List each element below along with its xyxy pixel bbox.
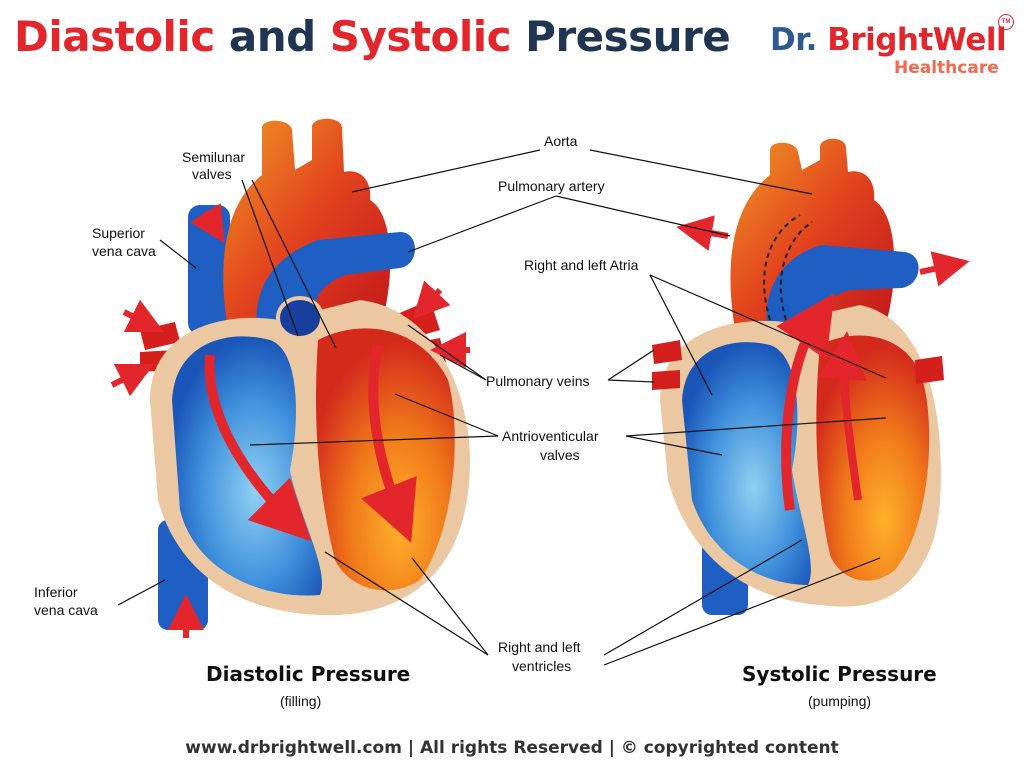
inflow-arrow-left-2: [110, 363, 155, 397]
systolic-right-veins: [915, 356, 944, 384]
lead-pa-left: [407, 195, 557, 253]
caption-diastolic: Diastolic Pressure: [206, 662, 410, 686]
systolic-flow-left: [819, 331, 867, 501]
diastolic-flow-left: [361, 343, 417, 543]
page-title: Diastolic and Systolic Pressure: [14, 12, 731, 61]
lead-aorta-left: [351, 149, 541, 193]
lead-av-4: [625, 417, 887, 437]
lead-vent-4: [603, 557, 881, 666]
lead-pv-4: [607, 379, 655, 383]
label-av-2: valves: [540, 447, 580, 463]
title-pressure: Pressure: [525, 12, 731, 61]
outflow-arrow-right: [919, 251, 970, 287]
inflow-arrow-top: [190, 203, 225, 244]
lead-vent-3: [603, 539, 803, 656]
aorta: [223, 118, 391, 330]
label-svc-2: vena cava: [92, 243, 156, 259]
lead-ivc: [117, 579, 166, 606]
label-pulmonary-artery: Pulmonary artery: [498, 178, 605, 194]
lead-aorta-right: [589, 149, 813, 195]
title-systolic: Systolic: [329, 12, 512, 61]
title-and: and: [228, 12, 316, 61]
logo-name: Dr. BrightWell: [770, 22, 1007, 58]
logo-brightwell: BrightWell: [827, 22, 1007, 58]
systolic-right-chambers: [682, 342, 811, 585]
label-svc-1: Superior: [92, 225, 145, 241]
lead-av-2: [394, 393, 499, 437]
lead-atria-right: [649, 274, 887, 379]
diastolic-flow-right: [204, 354, 312, 542]
label-ivc-2: vena cava: [34, 602, 98, 618]
caption-systolic-sub: (pumping): [808, 693, 871, 709]
lead-pa-right: [555, 195, 731, 237]
lead-vent-2: [411, 557, 489, 656]
systolic-flow-right: [776, 293, 835, 511]
label-semilunar-2: valves: [192, 166, 232, 182]
title-diastolic: Diastolic: [14, 12, 215, 61]
label-ventricles-1: Right and left: [498, 639, 581, 655]
lead-svc: [159, 239, 197, 269]
caption-diastolic-sub: (filling): [280, 693, 321, 709]
logo-dr: Dr.: [770, 22, 817, 58]
trademark-badge: TM: [998, 14, 1014, 30]
label-semilunar-1: Semilunar: [182, 149, 245, 165]
label-ventricles-2: ventricles: [512, 658, 571, 674]
footer-copyright: www.drbrightwell.com | All rights Reserv…: [185, 738, 839, 758]
systolic-heart: [652, 138, 970, 615]
logo-healthcare: Healthcare: [894, 58, 999, 78]
label-aorta: Aorta: [544, 133, 578, 149]
lead-pv-2: [439, 354, 487, 381]
lead-semilunar-1: [241, 179, 299, 337]
outflow-arrow-left: [676, 215, 729, 251]
leader-lines: [117, 149, 887, 666]
label-pulmonary-veins: Pulmonary veins: [486, 373, 590, 389]
inflow-arrow-left-1: [122, 299, 165, 333]
brand-logo: Dr. BrightWell Healthcare: [770, 22, 1007, 78]
diastolic-heart: [110, 118, 470, 638]
systolic-pulmonary-veins: [652, 340, 682, 390]
labels: Semilunar valves Superior vena cava Aort…: [34, 133, 639, 674]
lead-pv-1: [407, 324, 487, 381]
label-atria: Right and left Atria: [524, 257, 639, 273]
label-av-1: Antrioventicular: [502, 428, 599, 444]
inflow-arrow-right-1: [412, 280, 451, 320]
lead-av-1: [249, 435, 499, 446]
aorta-dashed-flow: [763, 214, 801, 321]
aorta-dashed-flow-2: [779, 221, 813, 321]
caption-systolic: Systolic Pressure: [742, 662, 937, 686]
lead-pv-3: [607, 349, 655, 381]
lead-vent-1: [324, 551, 489, 656]
diastolic-semilunar-pocket: [276, 296, 324, 340]
lead-semilunar-2: [251, 179, 337, 349]
lead-av-3: [625, 435, 723, 456]
lead-atria-left: [649, 274, 713, 396]
label-ivc-1: Inferior: [34, 584, 78, 600]
